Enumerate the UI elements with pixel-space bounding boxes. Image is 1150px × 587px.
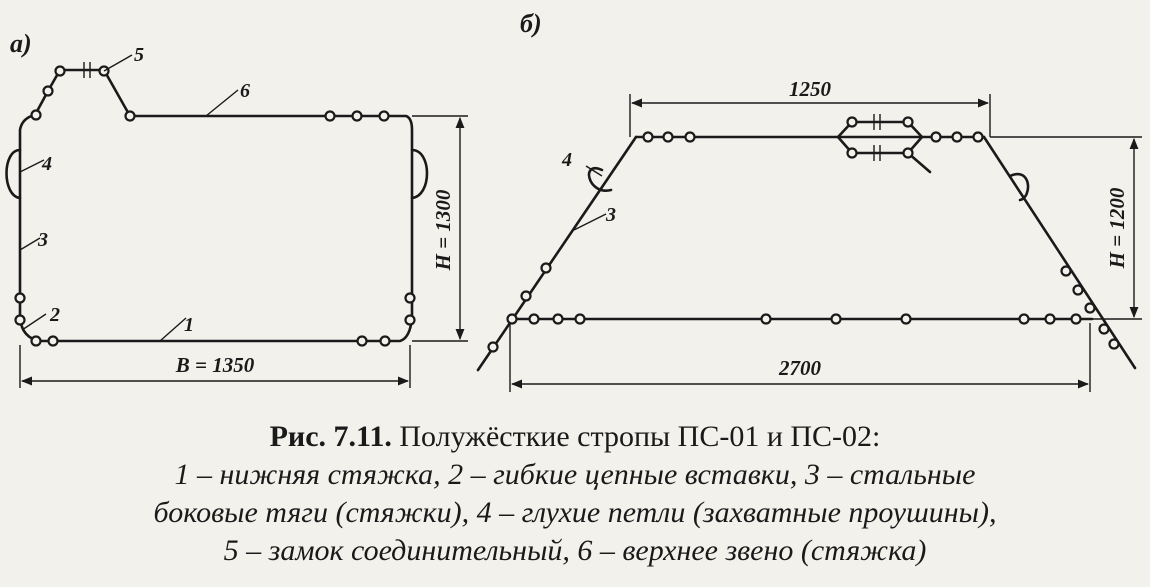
panel-b-label: б) [520, 9, 542, 38]
panel-b-bottom-label: 2700 [778, 356, 822, 380]
caption-line-2: боковые тяги (стяжки), 4 – глухие петли … [153, 496, 997, 529]
panel-b-right-loop [1008, 172, 1030, 202]
sling-diagram: а) [5, 9, 1142, 392]
panel-b-left-loop [587, 167, 613, 192]
caption-line-3: 5 – замок соединительный, 6 – верхнее зв… [223, 534, 927, 567]
panel-a-callout-1: 1 [184, 314, 194, 336]
panel-a-height-label: H = 1300 [431, 189, 455, 271]
panel-a-callout-3: 3 [37, 229, 48, 251]
panel-b-chain-links [487, 116, 1120, 353]
panel-b-connecting-locks [836, 114, 932, 174]
panel-a-right-loop [410, 148, 429, 200]
panel-b-height-label: H = 1200 [1105, 187, 1129, 269]
caption-figure-number: Рис. 7.11. [269, 420, 392, 453]
panel-b: б) [476, 9, 1142, 392]
panel-b-leaders [573, 165, 607, 231]
panel-a-width-dimension [19, 345, 411, 388]
panel-b-left-rod [476, 135, 638, 372]
panel-b-top-dimension [629, 94, 991, 137]
panel-b-callout-4: 4 [561, 149, 572, 171]
panel-a: а) [5, 29, 468, 388]
panel-a-label: а) [10, 29, 32, 58]
panel-a-height-dimension [412, 115, 468, 342]
panel-a-callout-2: 2 [49, 304, 60, 326]
figure-caption: Рис. 7.11. Полужёсткие стропы ПС-01 и ПС… [0, 418, 1150, 570]
panel-a-left-loop [5, 148, 22, 200]
panel-b-height-dimension [990, 136, 1142, 320]
caption-title: Полужёсткие стропы ПС-01 и ПС-02: [399, 420, 881, 453]
panel-a-callout-5: 5 [134, 44, 144, 66]
panel-a-width-label: B = 1350 [175, 353, 255, 377]
panel-b-bottom-dimension [509, 323, 1091, 392]
panel-b-callout-3: 3 [605, 204, 616, 226]
caption-title-line: Рис. 7.11. Полужёсткие стропы ПС-01 и ПС… [0, 418, 1150, 456]
panel-a-leaders [19, 54, 239, 342]
panel-a-frame [18, 68, 414, 343]
panel-a-connecting-lock [83, 62, 91, 78]
caption-line-1: 1 – нижняя стяжка, 2 – гибкие цепные вст… [174, 458, 976, 491]
panel-a-callout-6: 6 [240, 80, 250, 102]
panel-a-callout-4: 4 [41, 153, 52, 175]
panel-b-top-label: 1250 [789, 77, 832, 101]
